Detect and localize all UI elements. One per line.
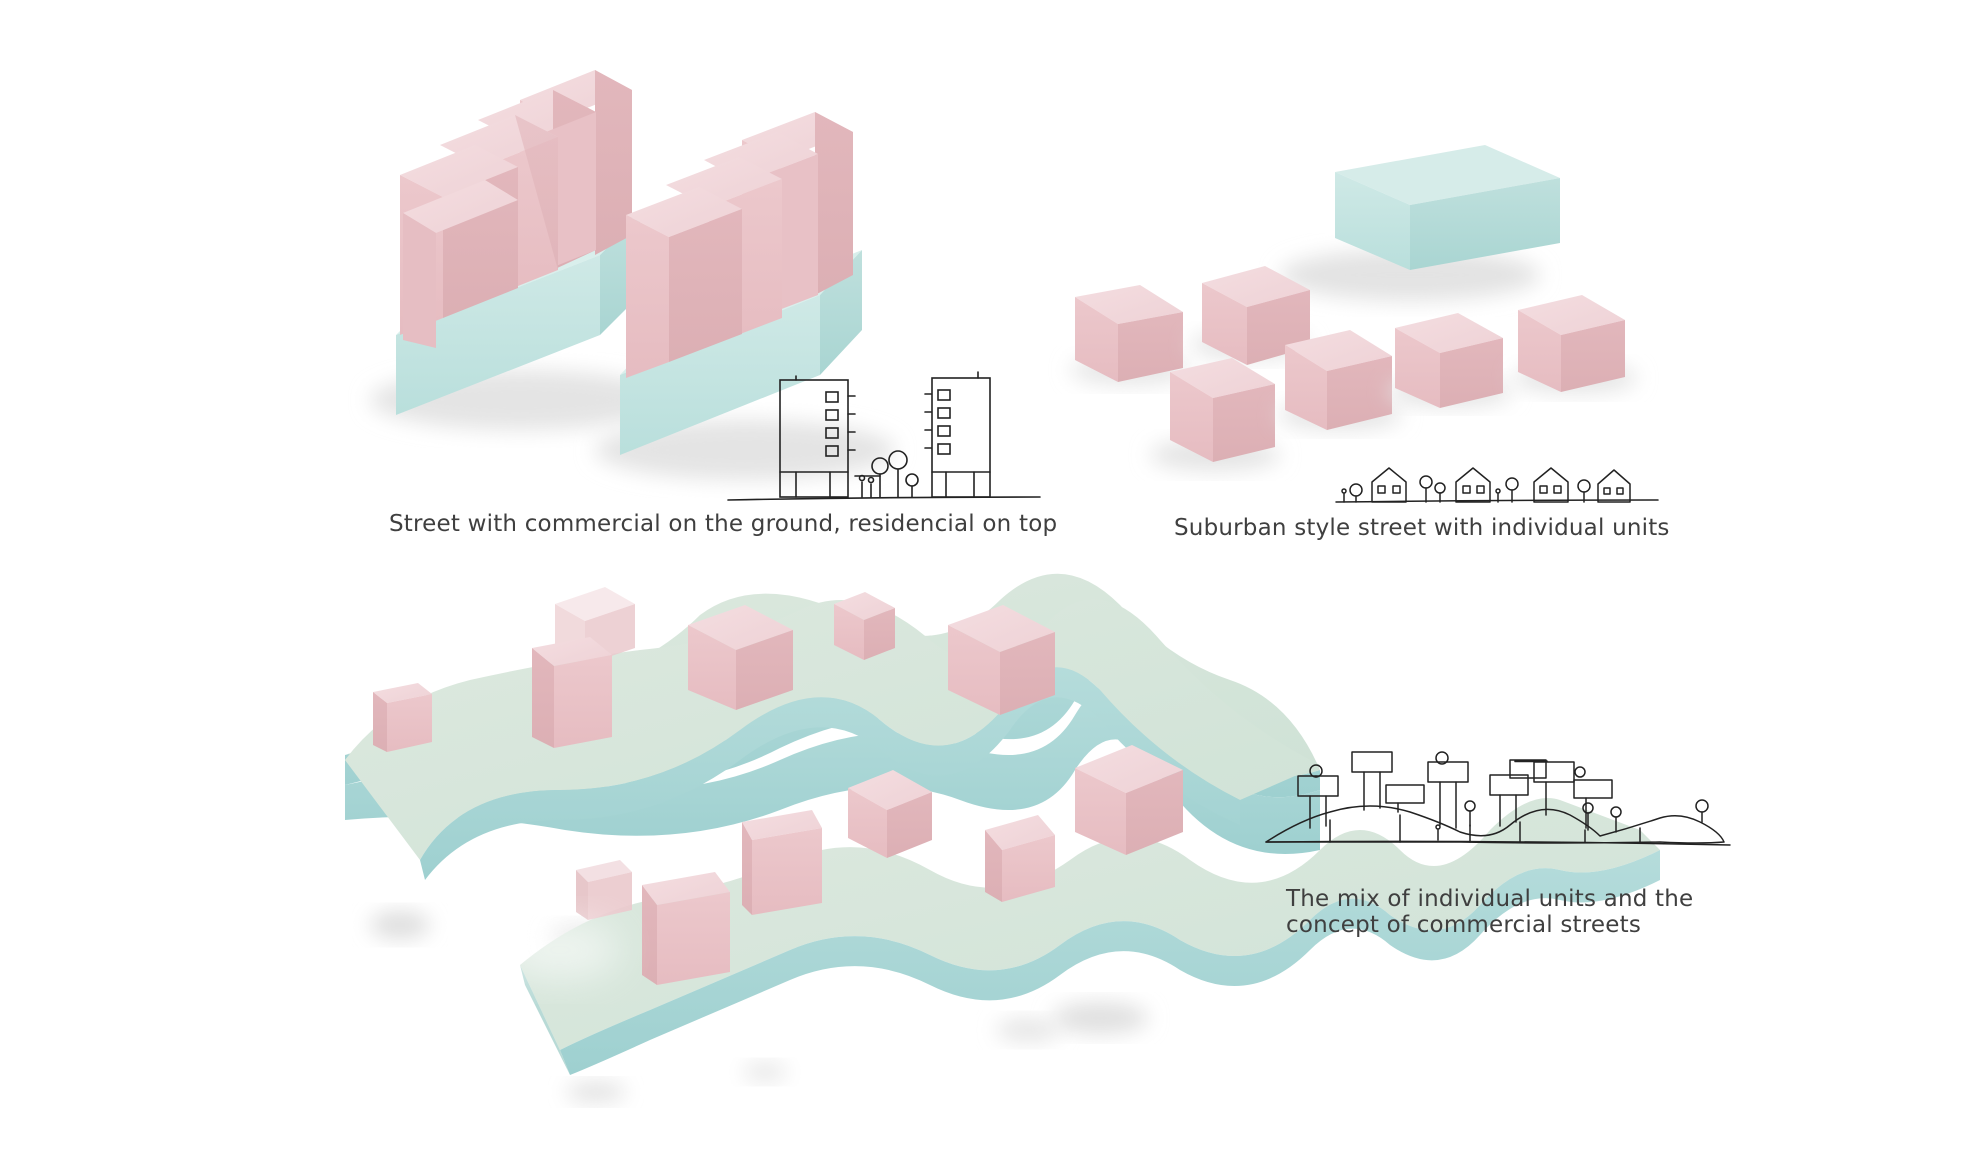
caption-mixed-line-2: concept of commercial streets (1286, 912, 1642, 938)
commercial-street-model (370, 70, 895, 480)
floating-unit-blocks (373, 587, 1183, 985)
caption-commercial-street: Street with commercial on the ground, re… (389, 511, 1058, 537)
commercial-block-teal (1280, 145, 1560, 301)
mixed-street-section-sketch (1265, 751, 1731, 846)
commercial-street-section-sketch (727, 371, 1041, 501)
caption-mixed-line-1: The mix of individual units and the (1286, 886, 1694, 912)
residential-towers-right (626, 112, 853, 378)
suburban-unit-blocks (1070, 266, 1637, 471)
mixed-street-model (345, 573, 1660, 1102)
suburban-street-section-sketch (1335, 467, 1659, 503)
caption-suburban-street: Suburban style street with individual un… (1174, 515, 1670, 541)
suburban-street-model (1070, 145, 1637, 471)
residential-towers-left (400, 70, 632, 348)
caption-mixed-street: The mix of individual units and the conc… (1286, 886, 1693, 938)
